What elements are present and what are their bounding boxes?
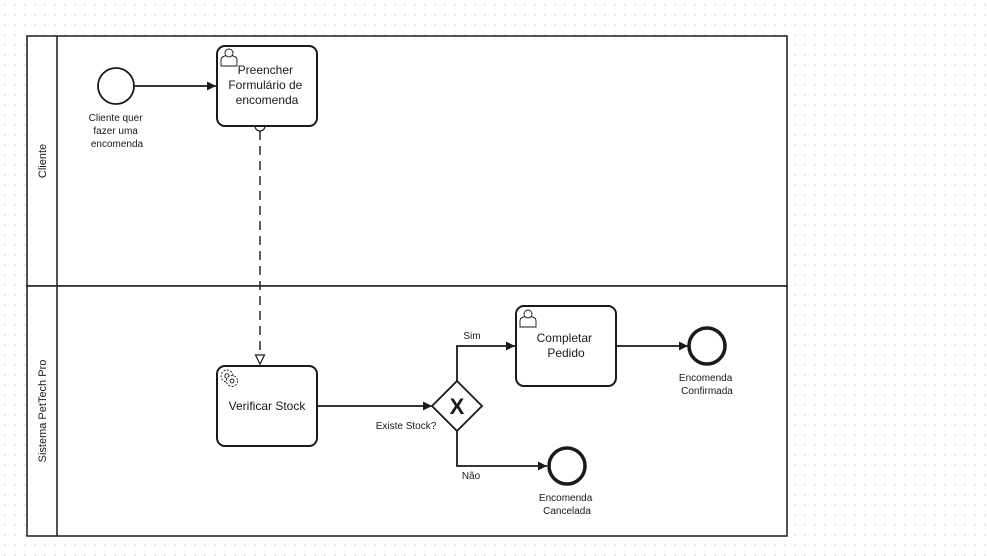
- end-event-cancelada[interactable]: [547, 446, 587, 486]
- task-completar-pedido[interactable]: Completar Pedido: [515, 305, 617, 387]
- flow-nao-label: Não: [462, 471, 481, 482]
- end-event-cancelada-label: Encomenda Cancelada: [539, 493, 595, 517]
- flow-gateway-sim[interactable]: [456, 341, 515, 381]
- user-icon: [519, 309, 537, 328]
- pool-cliente-label: Cliente: [37, 144, 49, 178]
- flow-sim-label: Sim: [463, 331, 480, 342]
- end-event-confirmada-label: Encomenda Confirmada: [679, 373, 735, 397]
- task-verificar-label: Verificar Stock: [229, 399, 307, 413]
- pool-sistema[interactable]: Sistema PetTech Pro: [26, 285, 788, 537]
- pool-sistema-label: Sistema PetTech Pro: [37, 360, 49, 463]
- gateway-x-marker: X: [450, 394, 465, 419]
- task-verificar-stock[interactable]: Verificar Stock: [216, 365, 318, 447]
- start-event-label: Cliente quer fazer uma encomenda: [89, 113, 146, 150]
- task-preencher-formulario[interactable]: Preencher Formulário de encomenda: [216, 45, 318, 127]
- task-completar-label: Completar Pedido: [537, 331, 596, 360]
- task-preencher-label: Preencher Formulário de encomenda: [228, 63, 305, 107]
- exclusive-gateway[interactable]: X: [430, 379, 484, 433]
- gear-icon: [220, 369, 238, 387]
- end-event-confirmada[interactable]: [687, 326, 727, 366]
- start-event[interactable]: [97, 67, 135, 105]
- flow-gateway-nao[interactable]: [456, 431, 547, 471]
- pool-cliente[interactable]: Cliente: [26, 35, 788, 287]
- user-icon: [220, 48, 238, 67]
- gateway-label: Existe Stock?: [376, 421, 437, 432]
